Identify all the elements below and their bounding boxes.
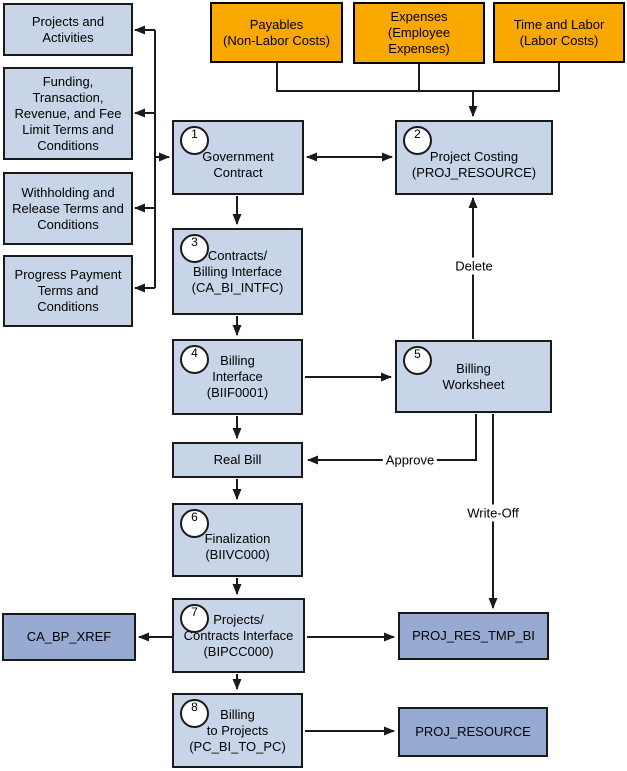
step-number-5: 5: [403, 346, 432, 375]
box-finalization: 6 Finalization (BIIVC000): [172, 503, 303, 577]
text-line: Conditions: [37, 216, 99, 232]
box-billing-to-projects: 8 Billing to Projects (PC_BI_TO_PC): [172, 693, 303, 768]
step-number-2: 2: [403, 126, 432, 155]
text-line: Time and Labor: [513, 16, 605, 32]
text-line: Government: [202, 148, 274, 164]
text-line: Projects and: [31, 13, 105, 29]
box-progress-payment-terms: Progress Payment Terms and Conditions: [3, 255, 133, 327]
box-proj-res-tmp-bi: PROJ_RES_TMP_BI: [398, 612, 549, 660]
text-line: PROJ_RES_TMP_BI: [412, 628, 535, 643]
text-line: Billing: [220, 353, 255, 368]
step-number-6: 6: [180, 509, 209, 538]
text-line: Terms and: [37, 283, 99, 298]
box-withholding-terms: Withholding and Release Terms and Condit…: [3, 172, 133, 245]
text-line: Expenses): [388, 41, 450, 56]
text-line: (BIPCC000): [203, 643, 274, 659]
text-line: (BIIVC000): [205, 547, 270, 562]
box-expenses: Expenses (Employee Expenses): [353, 2, 485, 64]
edge-label-approve: Approve: [382, 451, 438, 469]
approve-arrow: [307, 414, 477, 465]
text-line: Withholding and: [21, 184, 115, 200]
step-number-1: 1: [180, 126, 209, 155]
step-number-8: 8: [180, 699, 209, 728]
box-projects-and-activities: Projects and Activities: [3, 3, 133, 56]
text-line: Contracts/: [207, 247, 268, 263]
text-line: (Employee: [387, 25, 451, 40]
text-line: (Labor Costs): [519, 32, 599, 48]
text-line: Billing Interface: [193, 263, 282, 279]
text-line: Billing: [456, 360, 491, 376]
box-projects-contracts-interface: 7 Projects/ Contracts Interface (BIPCC00…: [172, 598, 305, 673]
box-billing-interface: 4 Billing Interface (BIIF0001): [172, 339, 303, 415]
text-line: to Projects: [206, 722, 269, 738]
box-proj-resource: PROJ_RESOURCE: [398, 707, 548, 757]
text-line: Progress Payment: [14, 267, 122, 282]
text-line: Release Terms and: [12, 200, 124, 216]
text-line: Finalization: [204, 531, 271, 546]
text-line: Worksheet: [442, 376, 505, 392]
box-time-and-labor: Time and Labor (Labor Costs): [493, 2, 625, 63]
text-line: Real Bill: [213, 452, 262, 467]
text-line: Funding,: [42, 73, 94, 89]
text-line: Projects/: [213, 611, 264, 627]
edge-label-delete: Delete: [452, 257, 496, 275]
text-line: (PC_BI_TO_PC): [189, 738, 286, 754]
text-line: Transaction,: [32, 89, 104, 105]
text-line: PROJ_RESOURCE: [415, 724, 531, 739]
box-project-costing: 2 Project Costing (PROJ_RESOURCE): [395, 120, 553, 195]
text-line: Payables: [249, 16, 304, 32]
text-line: Billing: [220, 706, 255, 722]
text-line: Revenue, and Fee: [14, 105, 122, 121]
text-line: Expenses: [390, 9, 448, 24]
box-real-bill: Real Bill: [172, 442, 303, 478]
box-billing-worksheet: 5 Billing Worksheet: [395, 340, 552, 413]
step-number-4: 4: [180, 345, 209, 374]
text-line: (Non-Labor Costs): [223, 32, 330, 48]
text-line: Conditions: [37, 299, 99, 314]
box-ca-bp-xref: CA_BP_XREF: [2, 613, 136, 661]
text-line: Contract: [213, 164, 263, 180]
edge-label-write-off: Write-Off: [464, 504, 522, 522]
box-funding-terms: Funding, Transaction, Revenue, and Fee L…: [3, 67, 133, 160]
box-government-contract: 1 Government Contract: [172, 120, 304, 195]
text-line: Limit Terms and: [22, 121, 114, 137]
text-line: (PROJ_RESOURCE): [411, 164, 537, 180]
text-line: Activities: [42, 29, 94, 45]
box-payables: Payables (Non-Labor Costs): [210, 2, 343, 63]
box-contracts-billing-interface: 3 Contracts/ Billing Interface (CA_BI_IN…: [172, 228, 303, 315]
step-number-3: 3: [180, 234, 209, 263]
text-line: (CA_BI_INTFC): [191, 279, 284, 295]
text-line: Interface: [212, 369, 263, 384]
step-number-7: 7: [180, 604, 209, 633]
text-line: (BIIF0001): [206, 385, 269, 400]
text-line: Contracts Interface: [183, 627, 294, 643]
text-line: Conditions: [37, 137, 99, 153]
text-line: CA_BP_XREF: [26, 629, 112, 644]
text-line: Project Costing: [429, 148, 519, 164]
